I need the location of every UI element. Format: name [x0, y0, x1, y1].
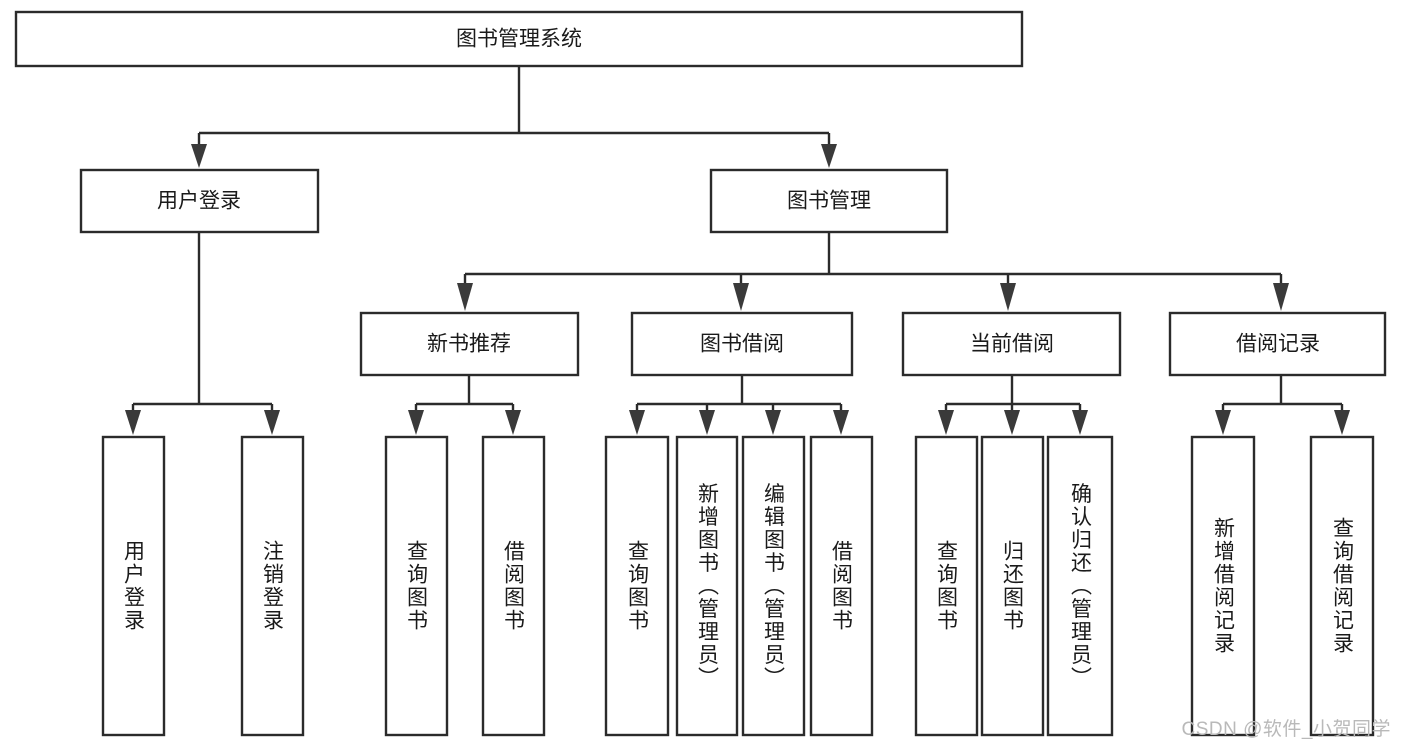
- node-leaf-edit-book-label: 编辑图书（管理员）: [762, 483, 786, 690]
- node-leaf-query-book-rec-box[interactable]: [384, 435, 449, 737]
- node-leaf-borrow-book-bb[interactable]: 借阅图书: [809, 435, 874, 737]
- node-current-borrow-label: 当前借阅: [970, 333, 1054, 356]
- node-new-book-rec-box[interactable]: [359, 311, 580, 377]
- node-leaf-edit-book[interactable]: 编辑图书（管理员）: [741, 435, 806, 737]
- node-leaf-return-book[interactable]: 归还图书: [980, 435, 1045, 737]
- node-leaf-query-book-cb-label: 查询图书: [935, 540, 959, 632]
- node-leaf-borrow-book-rec-box[interactable]: [481, 435, 546, 737]
- node-book-borrow-label: 图书借阅: [700, 333, 784, 356]
- node-root-box[interactable]: [14, 10, 1024, 68]
- arrow-head-leaf-return-book: [1004, 410, 1020, 435]
- node-new-book-rec-label: 新书推荐: [427, 333, 511, 356]
- arrow-head-leaf-borrow-book-rec: [505, 410, 521, 435]
- node-leaf-add-record[interactable]: 新增借阅记录: [1190, 435, 1256, 737]
- arrow-head-leaf-query-book-cb: [938, 410, 954, 435]
- node-user-login-box[interactable]: [79, 168, 320, 234]
- arrow-head-leaf-logout: [264, 410, 280, 435]
- node-current-borrow[interactable]: 当前借阅: [901, 311, 1122, 377]
- node-user-login[interactable]: 用户登录: [79, 168, 320, 234]
- node-leaf-query-book-bb-label: 查询图书: [626, 540, 650, 632]
- node-leaf-return-book-box[interactable]: [980, 435, 1045, 737]
- node-leaf-logout[interactable]: 注销登录: [240, 435, 305, 737]
- node-leaf-add-book-label: 新增图书（管理员）: [696, 483, 720, 690]
- arrow-head-leaf-confirm-return: [1072, 410, 1088, 435]
- node-borrow-record[interactable]: 借阅记录: [1168, 311, 1387, 377]
- node-leaf-logout-box[interactable]: [240, 435, 305, 737]
- node-book-manage-label: 图书管理: [787, 190, 871, 213]
- arrow-head-leaf-edit-book: [765, 410, 781, 435]
- node-leaf-confirm-return-box[interactable]: [1046, 435, 1114, 737]
- arrow-head-leaf-query-record: [1334, 410, 1350, 435]
- node-leaf-query-book-cb-box[interactable]: [914, 435, 979, 737]
- node-leaf-query-book-bb-box[interactable]: [604, 435, 670, 737]
- node-leaf-query-record[interactable]: 查询借阅记录: [1309, 435, 1375, 737]
- arrow-head-leaf-borrow-book-bb: [833, 410, 849, 435]
- csdn-watermark: CSDN @软件_小贺同学: [1181, 719, 1391, 740]
- node-leaf-user-login[interactable]: 用户登录: [101, 435, 166, 737]
- arrow-head-leaf-query-book-bb: [629, 410, 645, 435]
- arrow-head-user-login: [191, 144, 207, 168]
- node-leaf-query-book-rec[interactable]: 查询图书: [384, 435, 449, 737]
- node-leaf-add-book-box[interactable]: [675, 435, 739, 737]
- arrow-head-current-borrow: [1000, 283, 1016, 311]
- node-leaf-query-book-rec-label: 查询图书: [405, 540, 429, 632]
- node-leaf-confirm-return[interactable]: 确认归还（管理员）: [1046, 435, 1114, 737]
- arrow-head-leaf-add-book: [699, 410, 715, 435]
- arrow-head-leaf-query-book-rec: [408, 410, 424, 435]
- node-leaf-logout-label: 注销登录: [261, 540, 285, 632]
- node-leaf-borrow-book-bb-box[interactable]: [809, 435, 874, 737]
- node-leaf-edit-book-box[interactable]: [741, 435, 806, 737]
- node-user-login-label: 用户登录: [157, 190, 241, 213]
- node-leaf-query-record-box[interactable]: [1309, 435, 1375, 737]
- node-book-borrow[interactable]: 图书借阅: [630, 311, 854, 377]
- connector-layer: [125, 66, 1350, 435]
- node-leaf-borrow-book-rec[interactable]: 借阅图书: [481, 435, 546, 737]
- node-borrow-record-label: 借阅记录: [1236, 333, 1320, 356]
- node-leaf-return-book-label: 归还图书: [1001, 540, 1025, 632]
- node-leaf-borrow-book-bb-label: 借阅图书: [830, 540, 854, 632]
- node-leaf-query-book-cb[interactable]: 查询图书: [914, 435, 979, 737]
- node-leaf-confirm-return-label: 确认归还（管理员）: [1069, 483, 1093, 690]
- node-leaf-user-login-box[interactable]: [101, 435, 166, 737]
- arrow-head-book-borrow: [733, 283, 749, 311]
- node-borrow-record-box[interactable]: [1168, 311, 1387, 377]
- node-leaf-add-book[interactable]: 新增图书（管理员）: [675, 435, 739, 737]
- arrow-head-leaf-user-login: [125, 410, 141, 435]
- node-root[interactable]: 图书管理系统: [14, 10, 1024, 68]
- arrow-head-borrow-record: [1273, 283, 1289, 311]
- arrow-head-leaf-add-record: [1215, 410, 1231, 435]
- node-root-label: 图书管理系统: [456, 28, 582, 51]
- arrow-head-new-book-rec: [457, 283, 473, 311]
- node-leaf-query-book-bb[interactable]: 查询图书: [604, 435, 670, 737]
- node-leaf-add-record-box[interactable]: [1190, 435, 1256, 737]
- node-book-manage[interactable]: 图书管理: [709, 168, 949, 234]
- node-leaf-add-record-label: 新增借阅记录: [1212, 517, 1236, 655]
- node-leaf-borrow-book-rec-label: 借阅图书: [502, 540, 526, 632]
- node-book-borrow-box[interactable]: [630, 311, 854, 377]
- node-leaf-user-login-label: 用户登录: [122, 540, 146, 632]
- node-new-book-rec[interactable]: 新书推荐: [359, 311, 580, 377]
- node-current-borrow-box[interactable]: [901, 311, 1122, 377]
- arrow-head-book-manage: [821, 144, 837, 168]
- node-leaf-query-record-label: 查询借阅记录: [1331, 517, 1355, 655]
- node-book-manage-box[interactable]: [709, 168, 949, 234]
